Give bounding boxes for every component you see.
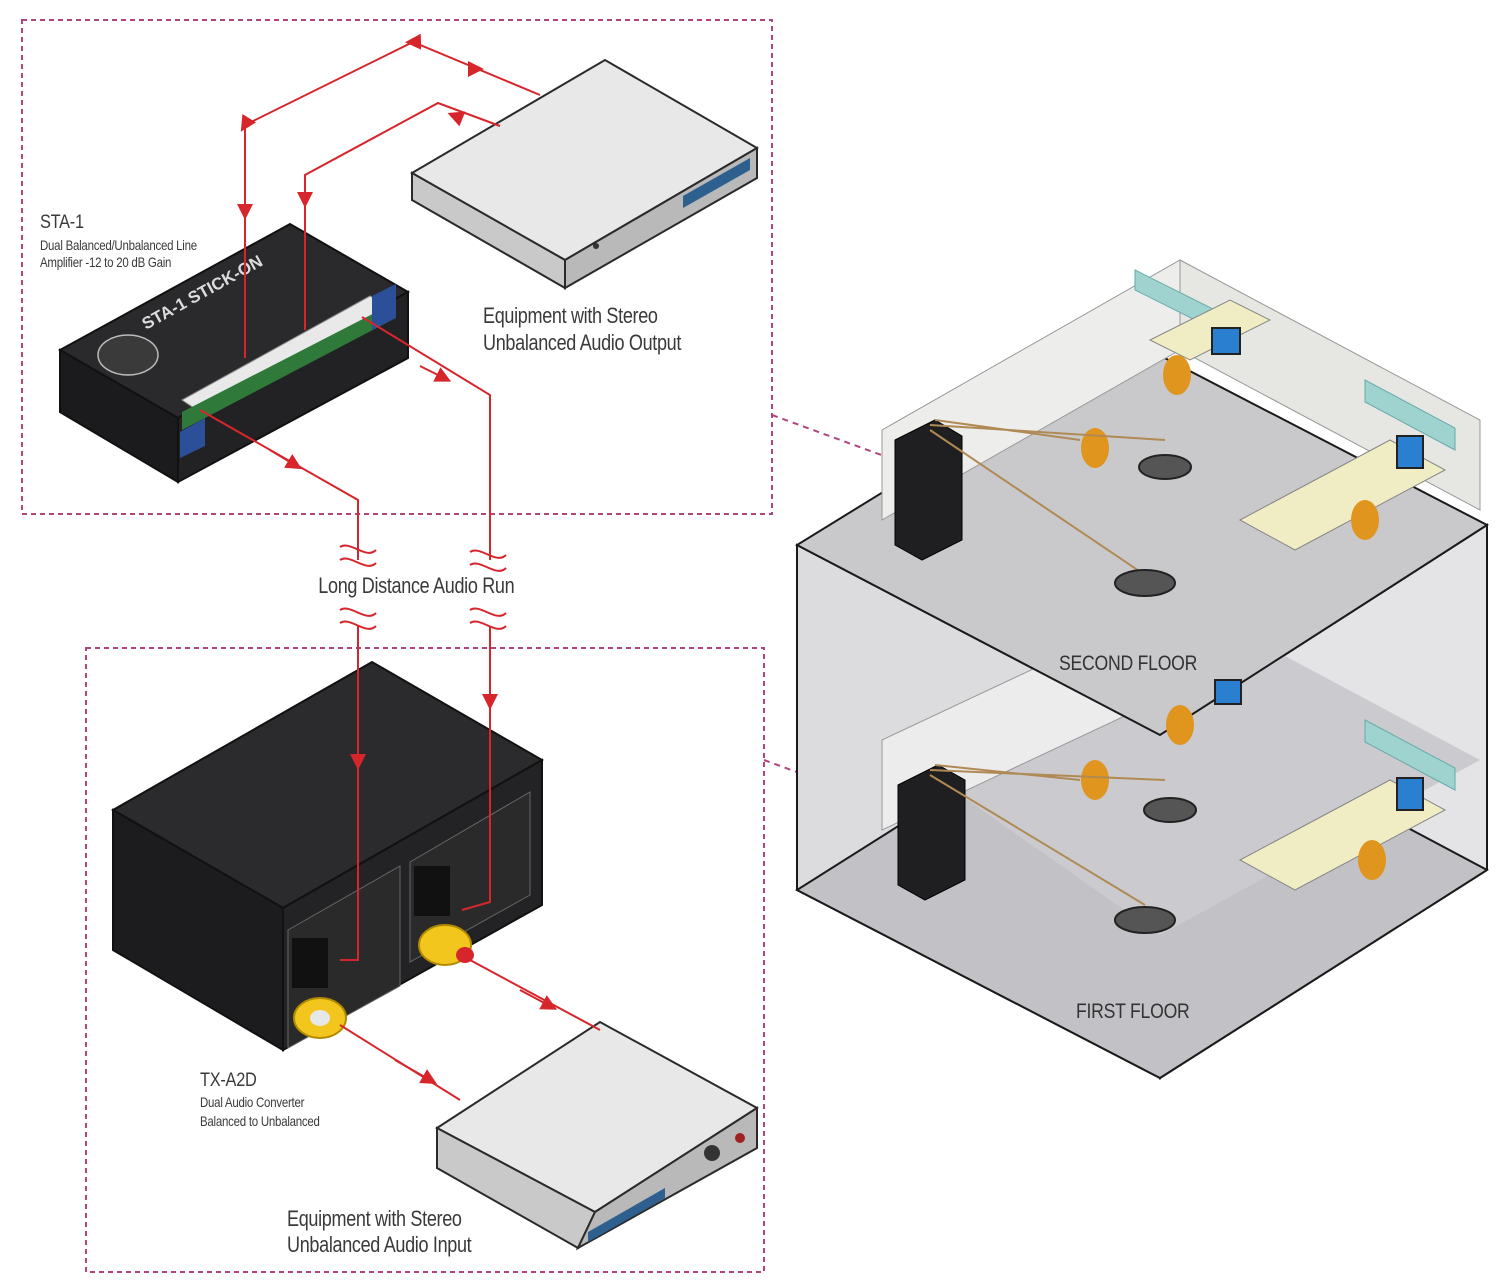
first-floor-label: FIRST FLOOR	[1076, 1000, 1190, 1023]
source-equipment-line1: Equipment with Stereo	[483, 303, 658, 328]
upper-zone-boundary	[21, 19, 773, 515]
txa2d-title: TX-A2D	[200, 1070, 257, 1091]
txa2d-device	[110, 660, 545, 1052]
destination-equipment-box	[435, 1020, 759, 1251]
sta1-description-line1: Dual Balanced/Unbalanced Line	[40, 237, 197, 253]
long-run-label: Long Distance Audio Run	[315, 573, 518, 599]
source-equipment-box	[409, 58, 759, 290]
destination-equipment-line2: Unbalanced Audio Input	[287, 1232, 472, 1257]
signal-lines	[199, 33, 601, 1101]
txa2d-description-line2: Balanced to Unbalanced	[200, 1113, 320, 1129]
sta1-title: STA-1	[40, 212, 84, 233]
sta1-device: STA-1 STICK-ON	[57, 222, 411, 484]
txa2d-description-line1: Dual Audio Converter	[200, 1094, 305, 1110]
destination-equipment-line1: Equipment with Stereo	[287, 1206, 462, 1231]
sta1-description-line2: Amplifier -12 to 20 dB Gain	[40, 254, 172, 270]
office-building	[794, 259, 1489, 1080]
source-equipment-line2: Unbalanced Audio Output	[483, 330, 682, 355]
second-floor-connector	[771, 414, 896, 461]
second-floor-label: SECOND FLOOR	[1059, 652, 1198, 675]
lower-zone-boundary	[85, 647, 765, 1273]
